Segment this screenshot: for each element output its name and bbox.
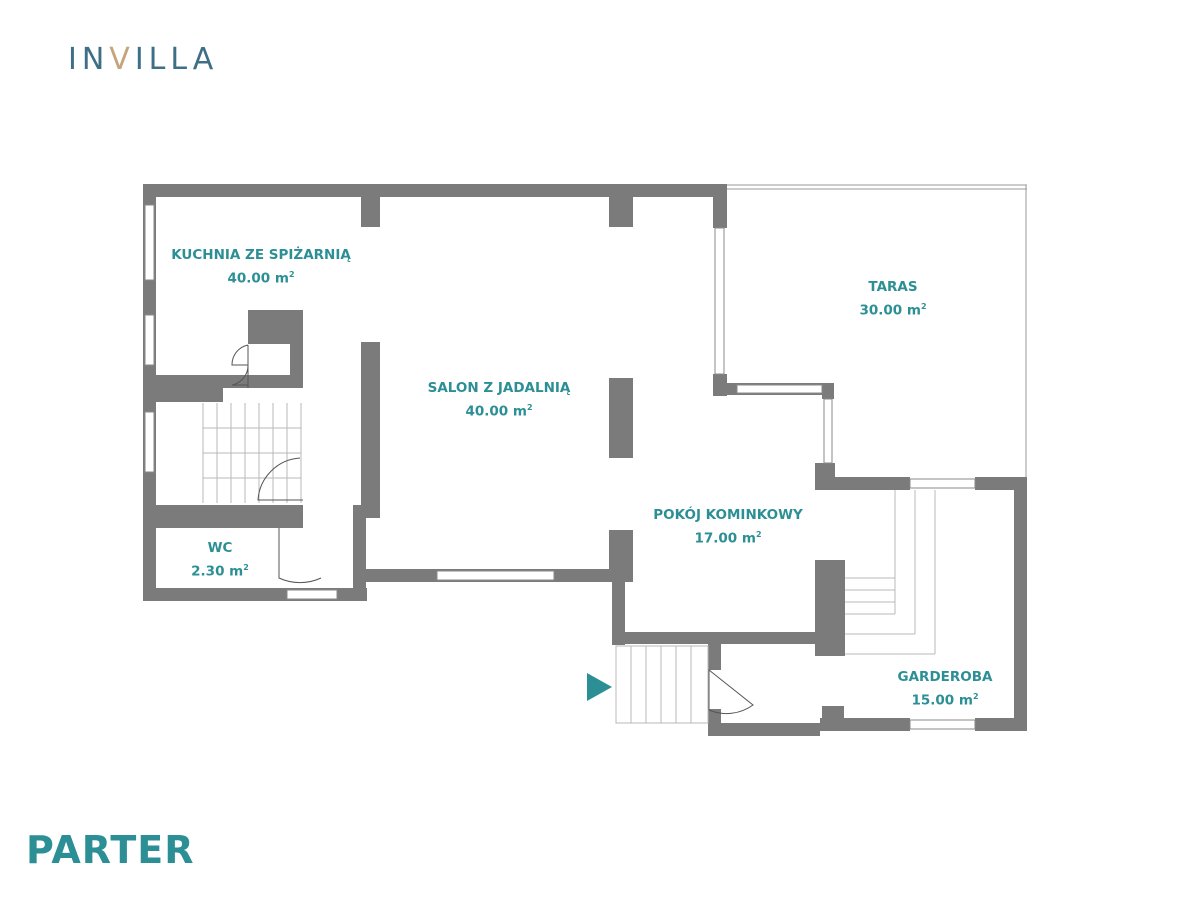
entrance-stairs	[615, 645, 709, 724]
room-label-wc: WC 2.30 m2	[191, 539, 249, 582]
room-area: 40.00 m2	[465, 403, 533, 420]
entrance-arrow-icon	[587, 673, 612, 701]
room-label-kitchen: KUCHNIA ZE SPIŻARNIĄ 40.00 m2	[171, 246, 351, 289]
logo-text-prefix: IN	[68, 42, 110, 77]
stairs-garderoba	[845, 490, 936, 655]
doors	[231, 344, 754, 715]
room-area: 2.30 m2	[191, 563, 249, 580]
windows	[144, 204, 976, 730]
floor-title: PARTER	[26, 828, 195, 872]
logo-text-suffix: ILLA	[134, 42, 219, 77]
brand-logo: INVILLA	[68, 42, 218, 77]
room-area: 30.00 m2	[859, 302, 927, 319]
room-name: KUCHNIA ZE SPIŻARNIĄ	[171, 247, 351, 263]
room-name: GARDEROBA	[897, 669, 993, 685]
room-area: 40.00 m2	[227, 270, 295, 287]
room-label-wardrobe: GARDEROBA 15.00 m2	[898, 668, 993, 711]
room-name: TARAS	[868, 279, 918, 295]
room-label-salon: SALON Z JADALNIĄ 40.00 m2	[428, 379, 571, 422]
room-label-terrace: TARAS 30.00 m2	[859, 278, 926, 321]
room-name: WC	[207, 540, 233, 556]
room-name: SALON Z JADALNIĄ	[427, 380, 571, 396]
room-name: POKÓJ KOMINKOWY	[653, 507, 803, 523]
room-area: 17.00 m2	[694, 530, 762, 547]
room-area: 15.00 m2	[911, 692, 979, 709]
stairs-inner	[202, 403, 302, 503]
room-label-fireplace-room: POKÓJ KOMINKOWY 17.00 m2	[653, 506, 803, 549]
logo-text-accent: V	[109, 42, 135, 77]
terrace-outline	[727, 184, 1027, 477]
